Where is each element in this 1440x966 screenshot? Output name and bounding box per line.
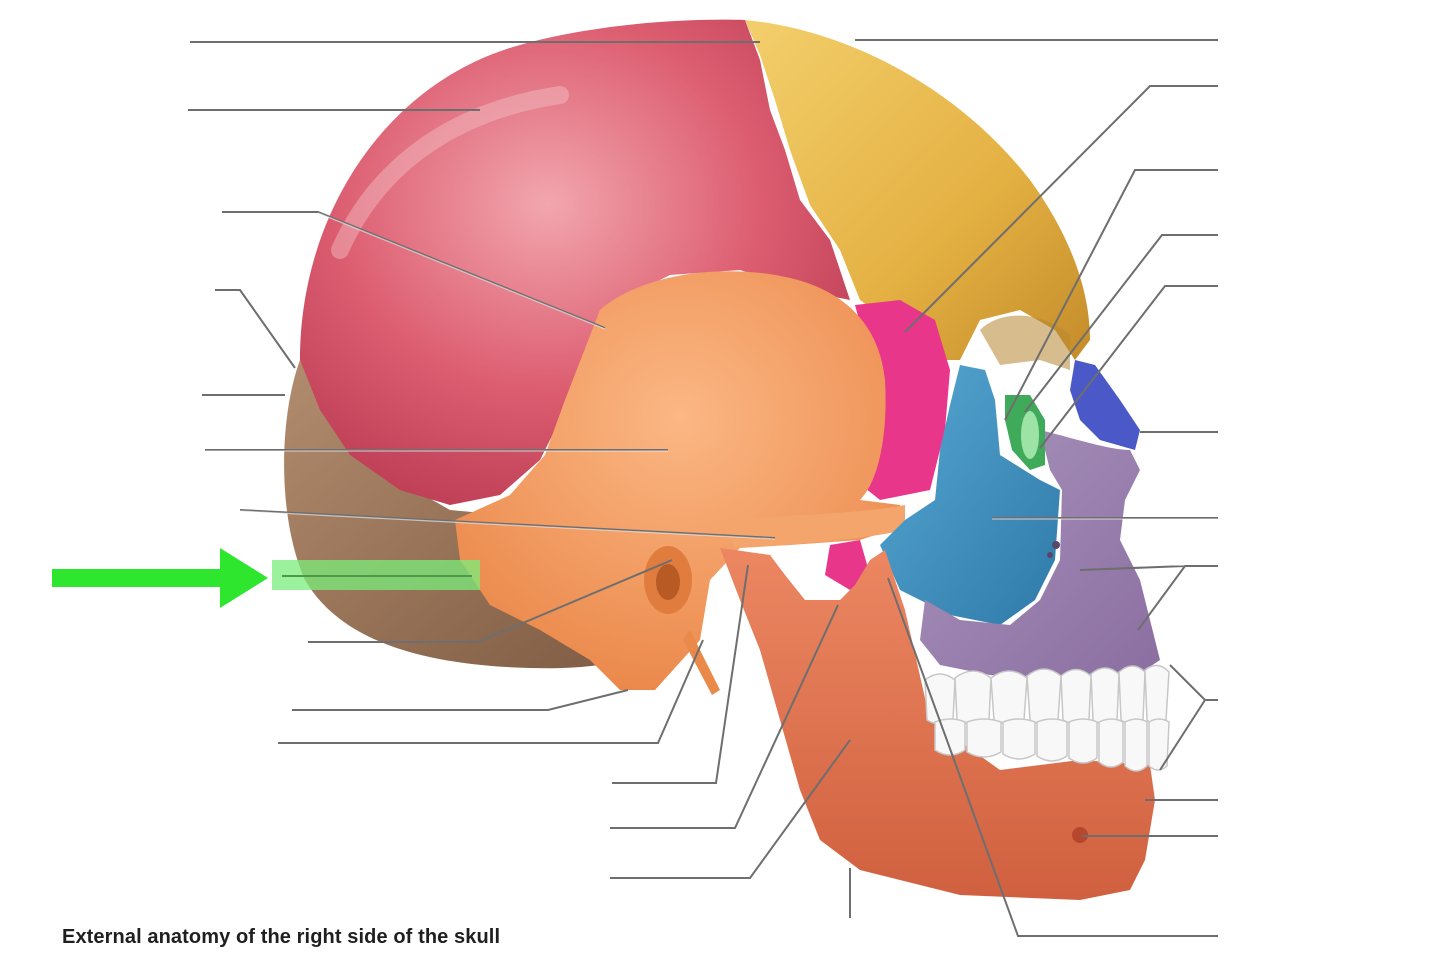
leader-line-left-4 xyxy=(215,289,296,369)
teeth-upper xyxy=(924,664,1170,725)
figure-caption: External anatomy of the right side of th… xyxy=(62,926,501,948)
leader-line-left-7 xyxy=(239,509,776,539)
leader-line-right-9 xyxy=(1159,664,1218,771)
nasal-bone xyxy=(1070,360,1140,450)
right-arrow-icon xyxy=(52,548,268,608)
maxilla-bone xyxy=(920,430,1160,680)
lacrimal-bone xyxy=(1005,395,1045,470)
highlighted-label-slot[interactable] xyxy=(272,560,480,590)
leader-line-bottom-2 xyxy=(610,604,839,829)
leader-line-right-12 xyxy=(887,577,1218,937)
leader-line-left-10 xyxy=(278,639,704,744)
mandible-bone xyxy=(720,548,1155,900)
leader-line-right-4 xyxy=(1024,234,1218,413)
leader-line-right-3 xyxy=(1004,169,1218,421)
leader-line-right-8 xyxy=(1079,565,1218,631)
leader-line-left-9 xyxy=(292,689,629,711)
leader-line-bottom-1 xyxy=(612,564,749,784)
leader-line-right-2 xyxy=(904,85,1218,333)
leader-line-left-8 xyxy=(308,559,673,643)
parietal-bone xyxy=(300,19,850,505)
leader-lines xyxy=(188,39,1218,937)
teeth-lower xyxy=(934,718,1170,772)
zygomatic-bone xyxy=(880,365,1060,625)
leader-line-right-5 xyxy=(1039,285,1218,449)
frontal-bone xyxy=(745,20,1090,370)
leader-line-bottom-3 xyxy=(610,739,851,879)
leader-line-left-3 xyxy=(222,211,606,329)
